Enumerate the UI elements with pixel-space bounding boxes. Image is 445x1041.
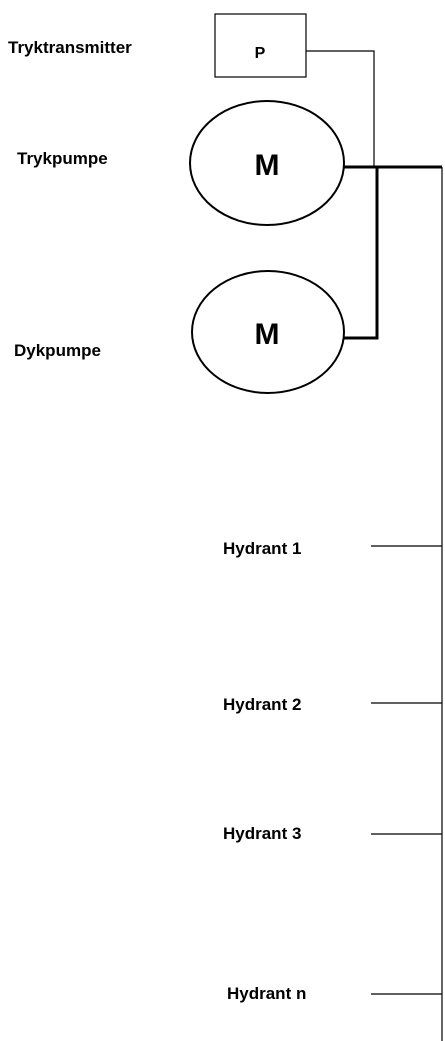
pressure-pump-label: Trykpumpe [17, 149, 108, 168]
hydrant-label: Hydrant 1 [223, 539, 301, 558]
pressure-pump-symbol: M [255, 149, 280, 182]
transmitter-symbol: P [255, 45, 266, 62]
transmitter-label: Tryktransmitter [8, 38, 132, 57]
hydrant-label: Hydrant 2 [223, 695, 301, 714]
hydrant-1: Hydrant 1 [223, 539, 442, 558]
hydrant-label: Hydrant n [227, 984, 306, 1003]
hydrant-label: Hydrant 3 [223, 824, 301, 843]
pressure-pump-motor [189, 100, 345, 226]
submersible-pump-pipe [344, 167, 379, 340]
pressure-transmitter-box [214, 13, 307, 78]
transmitter-signal-line [306, 50, 375, 167]
hydrant-2: Hydrant 2 [223, 695, 442, 714]
submersible-pump-motor [191, 270, 345, 394]
submersible-pump-symbol: M [255, 318, 280, 351]
submersible-pump-label: Dykpumpe [14, 341, 101, 360]
hydrant-n: Hydrant n [227, 984, 442, 1003]
hydrant-3: Hydrant 3 [223, 824, 442, 843]
